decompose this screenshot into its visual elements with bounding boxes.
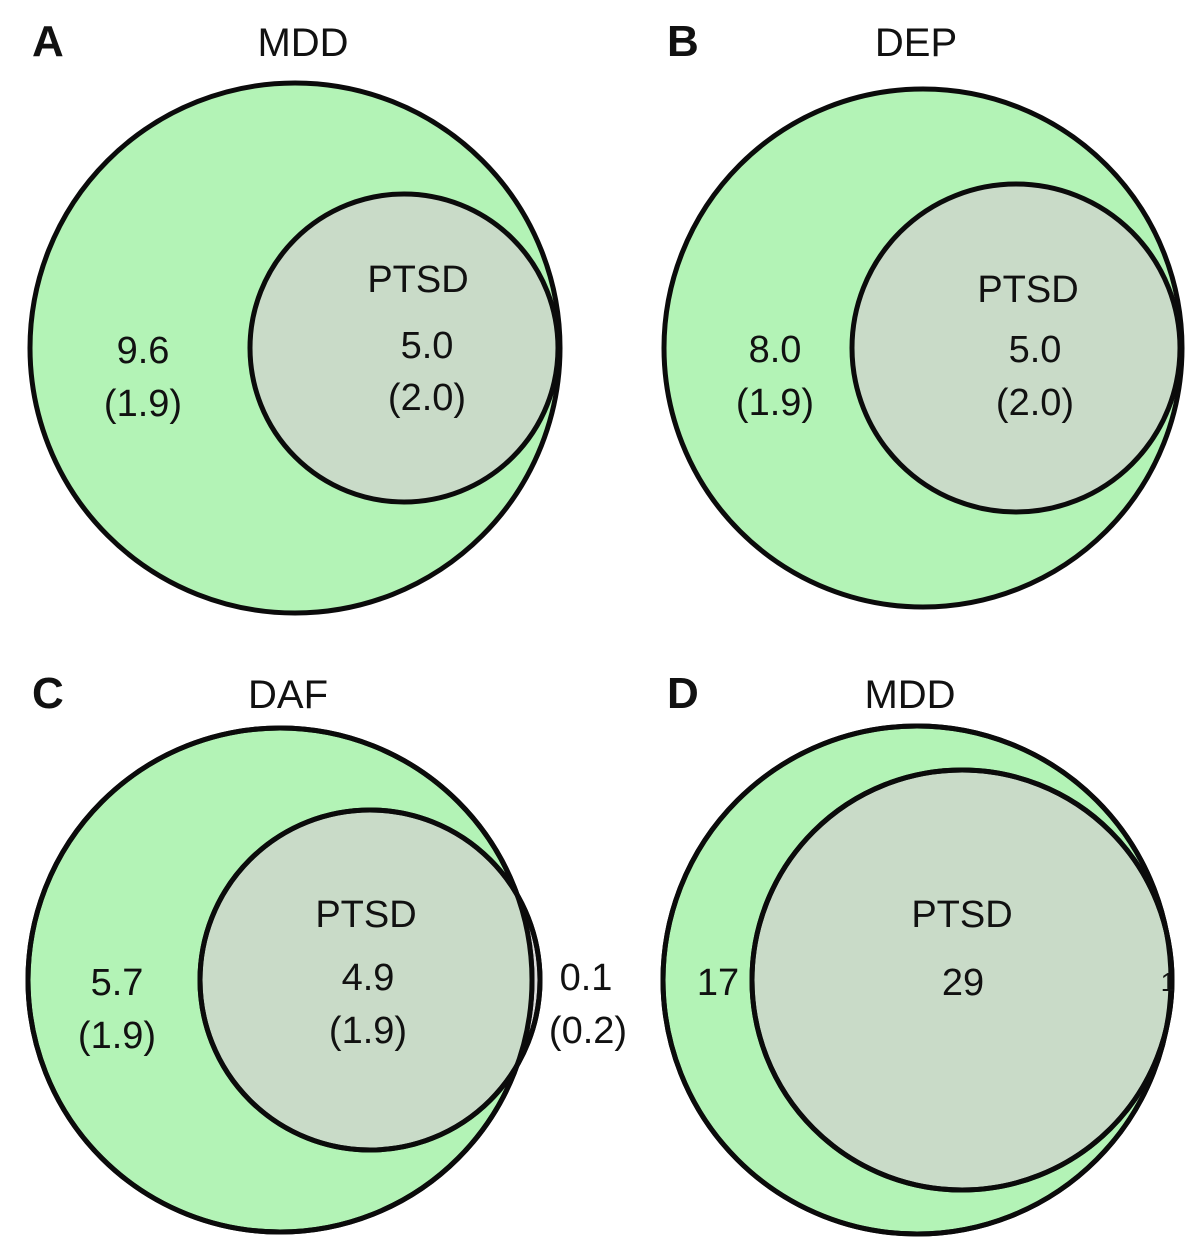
panel-c-overlap-value: 4.9 <box>342 957 395 999</box>
panel-b-letter: B <box>667 17 699 66</box>
panel-a-left-se: (1.9) <box>104 383 182 425</box>
panel-c: C DAF PTSD 5.7 (1.9) 4.9 (1.9) 0.1 (0.2) <box>25 669 627 1235</box>
panel-c-overlap-se: (1.9) <box>329 1010 407 1052</box>
panel-a-letter: A <box>32 17 64 66</box>
panel-a-overlap-value: 5.0 <box>401 325 454 367</box>
panel-c-outer-outline <box>25 725 535 1235</box>
panel-d-ptsd-label: PTSD <box>911 894 1012 936</box>
panel-b-ptsd-label: PTSD <box>977 269 1078 311</box>
panel-c-right-se: (0.2) <box>549 1010 627 1052</box>
panel-c-letter: C <box>32 669 64 718</box>
panel-c-left-se: (1.9) <box>78 1015 156 1057</box>
panel-c-ptsd-label: PTSD <box>315 894 416 936</box>
panel-d-overlap-value: 29 <box>942 962 984 1004</box>
panel-b-ptsd-circle <box>849 181 1183 515</box>
panel-d-outer-outline <box>660 723 1174 1237</box>
panel-d: D MDD PTSD 17 29 1 <box>660 669 1175 1237</box>
panel-b: B DEP PTSD 8.0 (1.9) 5.0 (2.0) <box>661 17 1185 610</box>
panel-c-right-value: 0.1 <box>560 957 613 999</box>
panel-b-overlap-value: 5.0 <box>1009 329 1062 371</box>
panel-a-ptsd-circle <box>247 191 561 505</box>
panel-d-title: MDD <box>864 673 955 717</box>
panel-b-left-value: 8.0 <box>749 329 802 371</box>
panel-a-overlap-se: (2.0) <box>388 377 466 419</box>
panel-c-title: DAF <box>248 673 328 717</box>
panel-a-left-value: 9.6 <box>117 330 170 372</box>
panel-c-left-value: 5.7 <box>91 962 144 1004</box>
panel-d-letter: D <box>667 669 699 718</box>
panel-b-left-se: (1.9) <box>736 382 814 424</box>
panel-b-title: DEP <box>875 21 957 65</box>
panel-c-ptsd-outline <box>197 807 543 1153</box>
panel-a-title: MDD <box>257 21 348 65</box>
panel-a: A MDD PTSD 9.6 (1.9) 5.0 (2.0) <box>27 17 563 616</box>
panel-d-right-value: 1 <box>1161 967 1175 997</box>
panel-b-overlap-se: (2.0) <box>996 382 1074 424</box>
panel-d-left-value: 17 <box>697 962 739 1004</box>
panel-a-ptsd-label: PTSD <box>367 259 468 301</box>
